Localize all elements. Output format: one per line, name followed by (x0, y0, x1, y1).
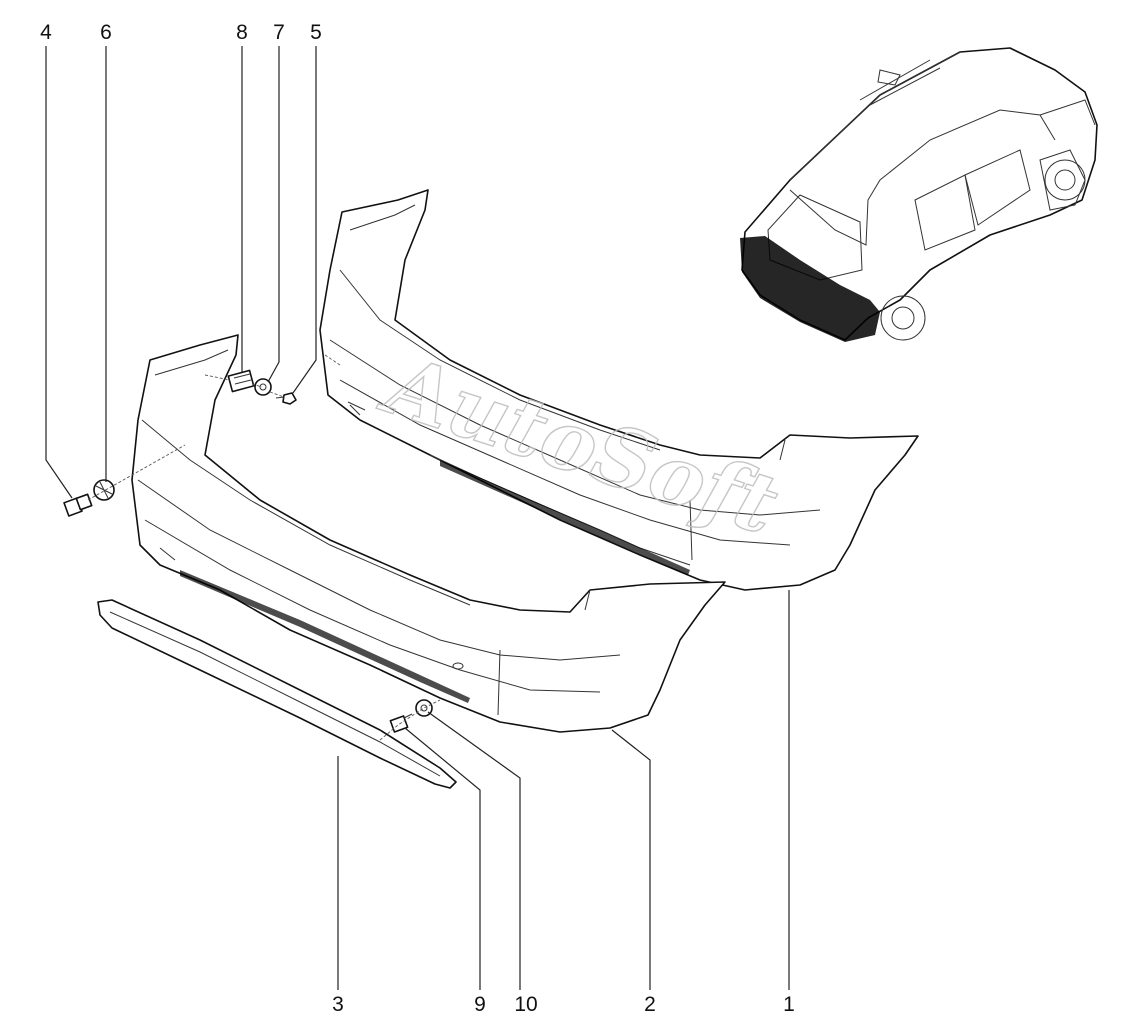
assembly-line-bottom (379, 699, 441, 741)
callout-3: 3 (332, 993, 344, 1016)
callout-2: 2 (644, 993, 656, 1016)
car-illustration (740, 47, 1098, 342)
callout-8: 8 (236, 21, 248, 44)
callout-9: 9 (474, 993, 486, 1016)
bracket-part-8 (227, 369, 255, 393)
screw-part-5 (275, 392, 297, 405)
bumper-part-2 (131, 334, 726, 733)
assembly-line-top (204, 374, 285, 398)
callout-5: 5 (310, 21, 322, 44)
clip-part-9 (389, 713, 413, 733)
bumper-part-1 (319, 189, 919, 591)
fastener-part-4 (63, 493, 93, 517)
clip-part-6 (93, 479, 115, 501)
washer-part-7 (254, 378, 272, 396)
leader-lines (45, 46, 790, 990)
trim-strip-part-3 (97, 599, 457, 789)
callout-7: 7 (273, 21, 285, 44)
callout-4: 4 (40, 21, 52, 44)
assembly-line-left (87, 444, 186, 501)
callout-1: 1 (783, 993, 795, 1016)
callout-10: 10 (514, 993, 537, 1016)
callout-6: 6 (100, 21, 112, 44)
